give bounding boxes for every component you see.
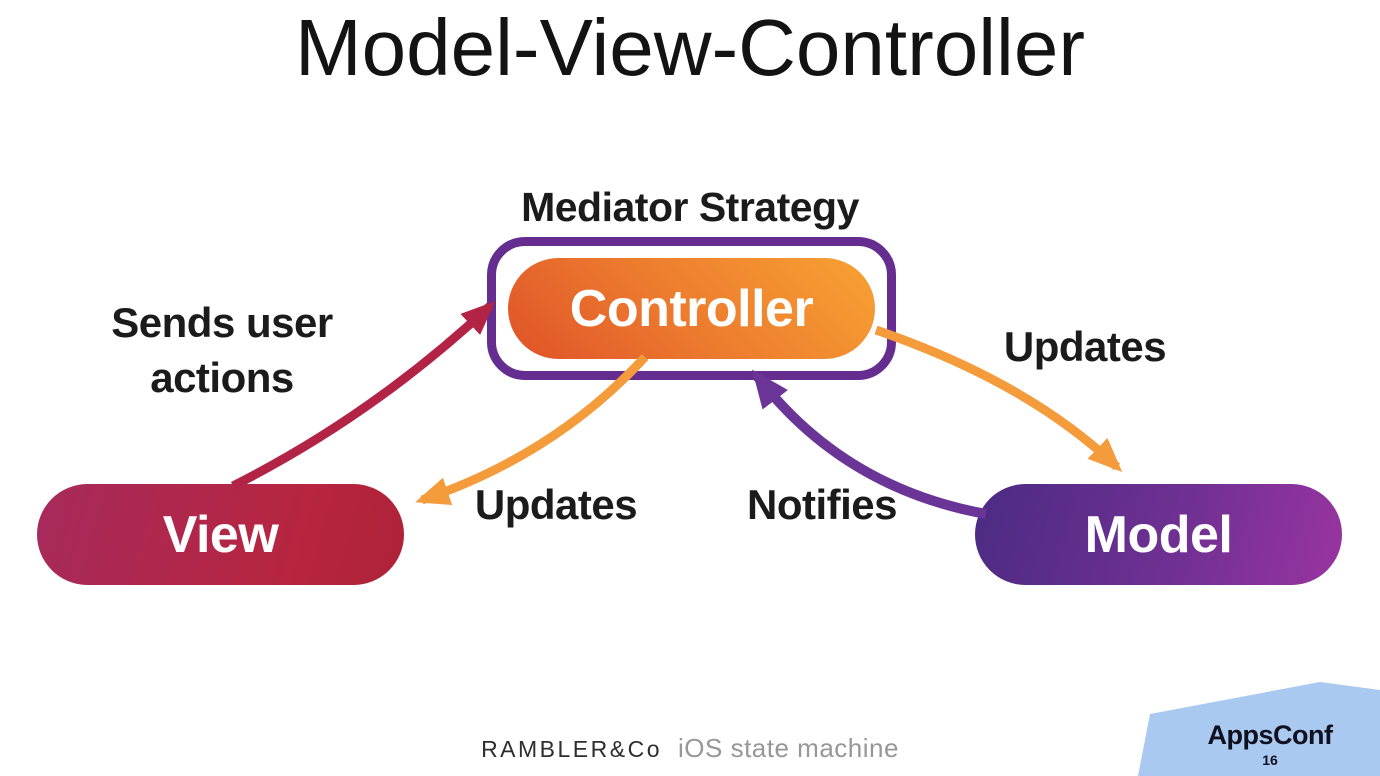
rambler-logo: RAMBLER&Co bbox=[481, 736, 662, 762]
edge-label-updates-model: Updates bbox=[1003, 323, 1167, 370]
edge-label-sends-user-actions: Sends user actions bbox=[111, 299, 333, 402]
appsconf-badge-label: AppsConf bbox=[1207, 720, 1333, 750]
node-model: Model bbox=[975, 484, 1342, 585]
node-view-label: View bbox=[162, 505, 279, 564]
node-view: View bbox=[37, 484, 404, 585]
node-controller: Controller bbox=[508, 258, 875, 359]
appsconf-badge-content: AppsConf 16 bbox=[1160, 682, 1380, 768]
slide-title: Model-View-Controller bbox=[295, 3, 1085, 92]
slide-page-number: 16 bbox=[1262, 752, 1278, 768]
node-model-label: Model bbox=[1084, 505, 1233, 564]
mediator-boundary-outline: Controller bbox=[487, 237, 896, 380]
appsconf-badge: AppsConf 16 bbox=[1138, 682, 1380, 776]
slide-footer: RAMBLER&Co iOS state machine bbox=[0, 733, 1380, 764]
edge-label-notifies: Notifies bbox=[746, 481, 898, 528]
node-controller-label: Controller bbox=[569, 279, 814, 338]
edge-label-updates-view: Updates bbox=[474, 481, 638, 528]
deck-subtitle: iOS state machine bbox=[678, 733, 899, 763]
mediator-strategy-label: Mediator Strategy bbox=[521, 184, 859, 230]
